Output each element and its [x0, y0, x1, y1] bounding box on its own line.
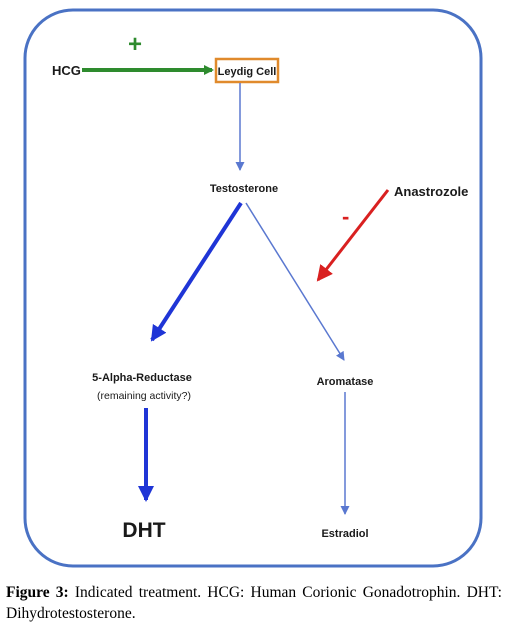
aromatase-label: Aromatase	[317, 376, 374, 388]
hcg-label: HCG	[52, 63, 81, 78]
anastrozole-label: Anastrozole	[394, 184, 468, 199]
diagram-frame	[23, 8, 483, 568]
reductase-label: 5-Alpha-Reductase	[92, 372, 192, 384]
inhibition-minus-sign: -	[342, 204, 349, 229]
estradiol-label: Estradiol	[321, 528, 368, 540]
testosterone-label: Testosterone	[210, 183, 278, 195]
figure-number: Figure 3:	[6, 584, 69, 601]
testosterone-to-aromatase-arrow	[245, 202, 345, 361]
dht-label: DHT	[122, 519, 165, 542]
leydig-cell-box	[214, 57, 280, 84]
caption-text: Indicated treatment. HCG: Human Corionic…	[6, 584, 502, 622]
testosterone-to-reductase-arrow	[150, 201, 243, 342]
anastrozole-inhibition-arrow	[316, 189, 390, 282]
reductase-note: (remaining activity?)	[97, 390, 191, 402]
leydig-cell-label: Leydig Cell	[218, 66, 277, 78]
figure-caption: Figure 3: Indicated treatment. HCG: Huma…	[6, 582, 502, 624]
stimulation-plus-sign: +	[128, 31, 142, 58]
pathway-diagram: HCG + Leydig Cell Testosterone Anastrozo…	[23, 8, 483, 568]
